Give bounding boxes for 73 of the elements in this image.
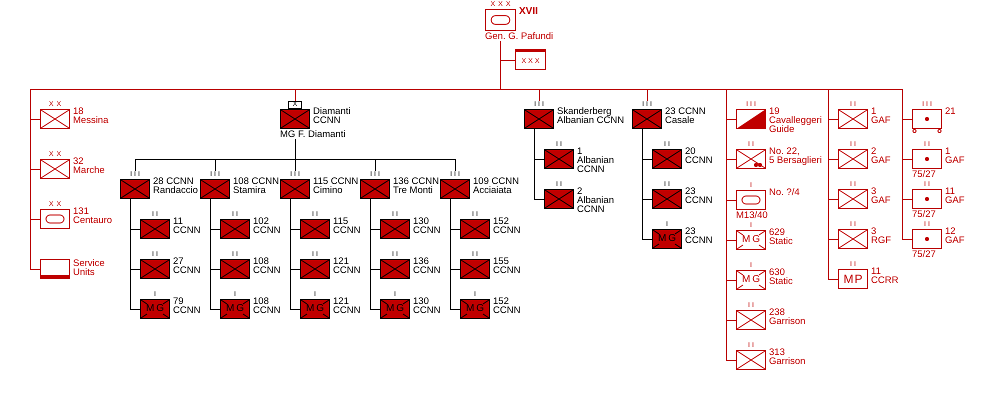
unit-label: 155 CCNN — [493, 257, 520, 275]
unit-label: 21 — [945, 107, 956, 116]
gun-caliber-label: 75/27 — [912, 250, 936, 259]
unit-label: 20 CCNN — [685, 147, 712, 165]
commander-name: Gen. G. Pafundi — [485, 32, 554, 41]
unit-label: 313 Garrison — [769, 348, 806, 366]
connector-line — [210, 198, 220, 310]
unit-label: 11 CCNN — [173, 217, 200, 235]
unit-label: 108 CCNN Stamira — [233, 177, 279, 195]
connector-line — [500, 40, 912, 240]
unit-label: 1 GAF — [945, 147, 965, 165]
unit-label: 130 CCNN — [413, 297, 440, 315]
unit-label: 136 CCNN — [413, 257, 440, 275]
unit-label: 12 GAF — [945, 227, 965, 245]
unit-label: 121 CCNN — [333, 297, 360, 315]
unit-label: 1 Albanian CCNN — [577, 147, 614, 174]
unit-label: Diamanti CCNN — [313, 107, 350, 125]
unit-type-label: MG — [304, 304, 326, 314]
unit-label: 23 CCNN Casale — [665, 107, 706, 125]
unit-type-label: MG — [740, 275, 762, 285]
unit-label: 108 CCNN — [253, 257, 280, 275]
connector-line — [534, 128, 544, 200]
unit-label: 115 CCNN Cimino — [313, 177, 358, 195]
unit-label: 79 CCNN — [173, 297, 200, 315]
unit-label: 23 CCNN — [685, 227, 712, 245]
unit-label: 115 CCNN — [333, 217, 360, 235]
connector-line — [642, 128, 652, 240]
connector-line — [450, 198, 460, 310]
unit-type-label: MG — [464, 304, 486, 314]
connector-line — [130, 198, 140, 310]
unit-label: 1 GAF — [871, 107, 891, 125]
unit-label: 28 CCNN Randaccio — [153, 177, 198, 195]
unit-label: 630 Static — [769, 268, 793, 286]
unit-label: 2 GAF — [871, 147, 891, 165]
unit-type-label: MG — [384, 304, 406, 314]
unit-label: 102 CCNN — [253, 217, 280, 235]
gun-caliber-label: 75/27 — [912, 170, 936, 179]
unit-label: 238 Garrison — [769, 308, 806, 326]
connector-line — [290, 198, 300, 310]
unit-label: XVII — [519, 7, 538, 16]
gun-caliber-label: 75/27 — [912, 210, 936, 219]
unit-label: 19 Cavalleggeri Guide — [769, 107, 822, 134]
unit-label: 131 Centauro — [73, 207, 112, 225]
unit-label: 152 CCNN — [493, 297, 520, 315]
unit-label: 2 Albanian CCNN — [577, 187, 614, 214]
unit-label: No. ?/4 — [769, 188, 800, 197]
unit-label: 11 GAF — [945, 187, 965, 205]
unit-label: 32 Marche — [73, 157, 105, 175]
unit-label: 109 CCNN Acciaiata — [473, 177, 519, 195]
unit-type-label: MG — [144, 304, 166, 314]
unit-label: 3 RGF — [871, 227, 892, 245]
unit-type-label: MG — [740, 235, 762, 245]
unit-label: 152 CCNN — [493, 217, 520, 235]
connector-line — [295, 138, 456, 172]
unit-label: Service Units — [73, 259, 105, 277]
unit-type-label: MP — [842, 274, 864, 284]
unit-label: 136 CCNN Tre Monti — [393, 177, 439, 195]
unit-label: Skanderberg Albanian CCNN — [557, 107, 624, 125]
unit-label: 3 GAF — [871, 187, 891, 205]
unit-type-label: MG — [224, 304, 246, 314]
unit-label: 11 CCRR — [871, 267, 898, 285]
unit-label: 18 Messina — [73, 107, 108, 125]
unit-label: 23 CCNN — [685, 187, 712, 205]
unit-type-label: MG — [656, 234, 678, 244]
unit-label: 121 CCNN — [333, 257, 360, 275]
unit-label: 130 CCNN — [413, 217, 440, 235]
connector-line — [370, 198, 380, 310]
tank-model-label: M13/40 — [736, 211, 768, 220]
unit-label: No. 22, 5 Bersaglieri — [769, 147, 822, 165]
unit-label: 108 CCNN — [253, 297, 280, 315]
unit-label: 629 Static — [769, 228, 793, 246]
commander-name: MG F. Diamanti — [280, 130, 346, 139]
unit-label: 27 CCNN — [173, 257, 200, 275]
